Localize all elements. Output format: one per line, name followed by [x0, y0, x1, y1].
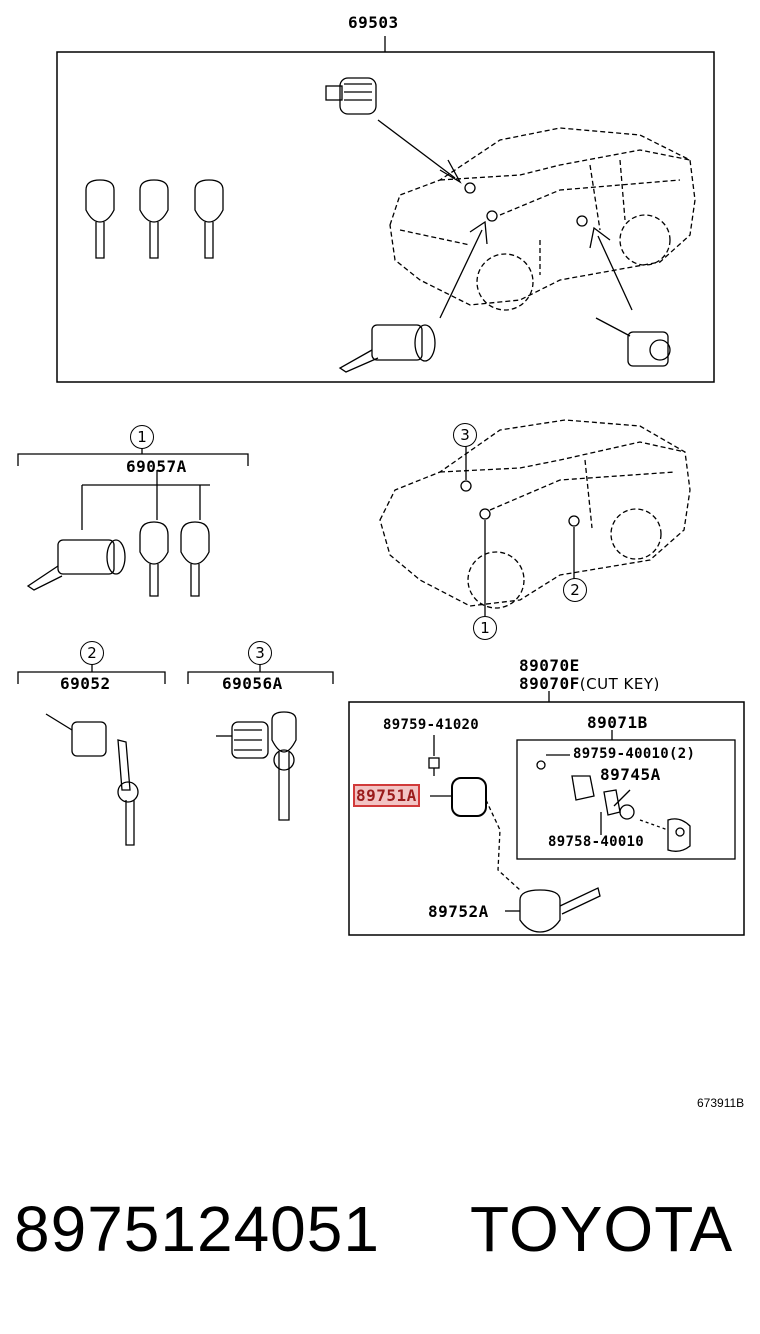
set3-parts — [216, 711, 297, 821]
set2-parts — [45, 713, 139, 846]
cut-key-note: (CUT KEY) — [579, 675, 660, 693]
set2-part-label: 69052 — [60, 674, 111, 693]
set1-part-label: 69057A — [126, 457, 187, 476]
top-set-part-label: 69503 — [348, 13, 399, 32]
part-number-title: 8975124051 — [14, 1193, 380, 1265]
set3-part-label: 69056A — [222, 674, 283, 693]
key-icons-top — [85, 179, 224, 259]
top-arrows — [377, 119, 633, 319]
callout-2-car: 2 — [563, 578, 587, 602]
set1-bracket — [17, 453, 249, 466]
highlighted-part-89751A: 89751A — [353, 784, 420, 807]
door-cylinder-top-icon — [325, 77, 377, 115]
key-assembly-label-f: 89070F(CUT KEY) — [519, 674, 660, 693]
figure-reference: 673911B — [697, 1096, 745, 1110]
key-assembly-label-e: 89070E — [519, 656, 580, 675]
cover-part-label: 89751A — [353, 784, 420, 807]
key-part-label: 89752A — [428, 902, 489, 921]
key-part-icon — [519, 887, 601, 933]
key-assembly-box — [348, 701, 745, 936]
battery-part-label: 89758-40010 — [548, 834, 645, 850]
screw-part-label: 89759-41020 — [383, 717, 480, 733]
ignition-cylinder-icon — [338, 324, 436, 373]
cover-part-icon — [451, 777, 487, 817]
transmitter-part-label: 89071B — [587, 713, 648, 732]
transmitter-parts — [536, 754, 691, 852]
callout-1-set: 1 — [130, 425, 154, 449]
top-set-box — [56, 51, 715, 383]
key-assembly-part-f: 89070F — [519, 674, 580, 693]
callout-3-set: 3 — [248, 641, 272, 665]
callout-2-set: 2 — [80, 641, 104, 665]
transmitter-screw-label: 89759-40010(2) — [573, 746, 696, 762]
callout-3-car: 3 — [453, 423, 477, 447]
screw-icon — [428, 757, 440, 776]
brand-title: TOYOTA — [470, 1193, 734, 1265]
set1-parts — [26, 521, 210, 597]
transmitter-box — [516, 739, 736, 860]
door-cylinder-right-icon — [595, 317, 671, 367]
board-part-label: 89745A — [600, 765, 661, 784]
callout-1-car: 1 — [473, 616, 497, 640]
top-car-illustration — [389, 127, 696, 311]
middle-car-illustration — [379, 419, 691, 609]
